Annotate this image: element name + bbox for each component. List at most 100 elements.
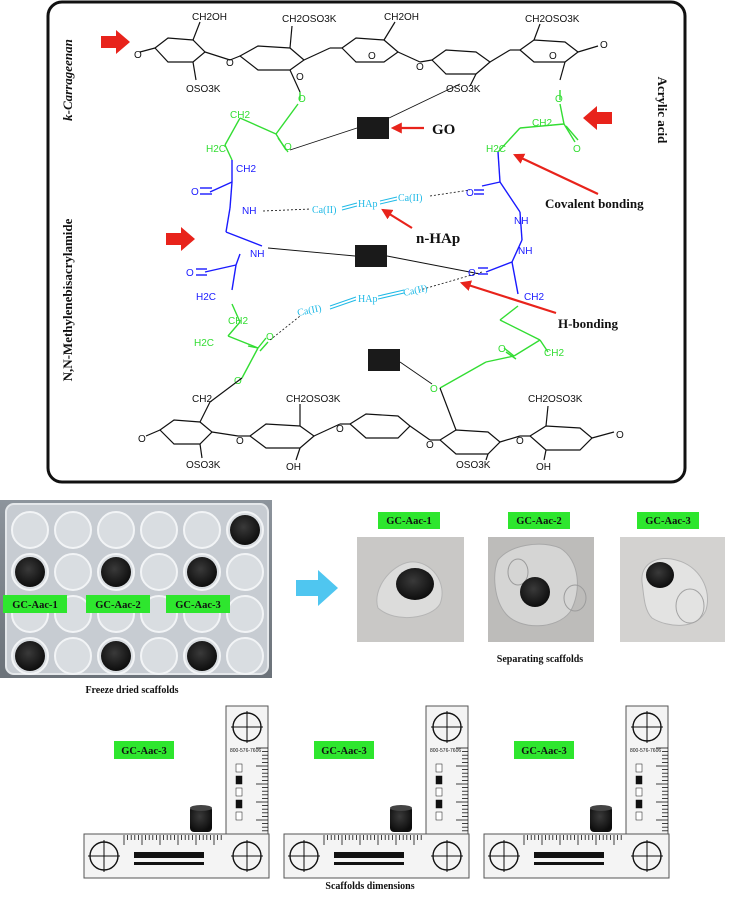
sep-label-bg	[637, 512, 699, 529]
mba-left-chain	[196, 160, 263, 291]
go-sheet-top	[357, 117, 389, 139]
sep-label-3: GC-Aac-3	[645, 516, 691, 527]
ruler-phone-number: 800-576-7606	[630, 748, 661, 754]
o-blue-label: O	[468, 268, 476, 279]
o-label: O	[138, 434, 146, 445]
covalent-callout: Covalent bonding	[545, 196, 644, 211]
hap-bridge-upper: Ca(II) HAp Ca(II)	[312, 193, 422, 216]
hap-label: HAp	[358, 199, 377, 210]
nhap-callout-arrow-icon	[381, 208, 413, 229]
ch2oh-label: CH2OH	[384, 12, 419, 23]
process-arrow-icon	[296, 570, 338, 606]
top-carrageenan-chain	[139, 21, 599, 93]
o-label: O	[368, 51, 376, 62]
plate-label-1: GC-Aac-1	[12, 600, 58, 611]
o-blue-label: O	[186, 268, 194, 279]
nh-blue-label: NH	[518, 246, 532, 257]
plate-label-2: GC-Aac-2	[95, 600, 141, 611]
o-green-label: O	[430, 384, 438, 395]
covalent-callout-arrow-icon	[513, 153, 599, 195]
nh-blue-label: NH	[242, 206, 256, 217]
o-label: O	[616, 430, 624, 441]
o-label: O	[296, 72, 304, 83]
dark-scaffold	[230, 515, 260, 545]
o-green-label: O	[284, 142, 292, 153]
ch2-green-label: CH2	[228, 316, 248, 327]
ca-label: Ca(II)	[312, 205, 336, 216]
dim-label: GC-Aac-3	[121, 746, 167, 757]
ch2-blue-label: CH2	[236, 164, 256, 175]
nh-blue-label: NH	[514, 216, 528, 227]
oh-label: OH	[536, 462, 551, 473]
well	[140, 511, 178, 549]
oso3k-label: OSO3K	[186, 460, 221, 471]
freeze-dried-caption: Freeze dried scaffolds	[85, 685, 178, 696]
top-chain-labels: O CH2OH OSO3K O CH2OSO3K O O CH2OH O OSO…	[134, 12, 608, 95]
scaffold-cylinder	[390, 806, 412, 832]
dark-scaffold	[187, 557, 217, 587]
well	[140, 637, 178, 675]
scaffold-cylinder	[590, 806, 612, 832]
o-label: O	[236, 436, 244, 447]
acrylic-left-top	[224, 92, 301, 161]
well	[226, 595, 264, 633]
well	[183, 511, 221, 549]
o-green-label: O	[266, 332, 274, 343]
o-label: O	[549, 51, 557, 62]
ch2oso3k-label: CH2OSO3K	[282, 14, 337, 25]
o-label: O	[226, 58, 234, 69]
o-label: O	[336, 424, 344, 435]
arrow-acrylic-icon	[583, 106, 612, 130]
well	[97, 511, 135, 549]
well	[54, 637, 92, 675]
ch2-green-label: CH2	[230, 110, 250, 121]
dim-label-bg	[314, 741, 374, 759]
dark-scaffold	[101, 557, 131, 587]
h2c-green-label: H2C	[206, 144, 226, 155]
o-green-label: O	[573, 144, 581, 155]
separating-caption: Separating scaffolds	[497, 654, 584, 665]
arrow-mba-icon	[166, 227, 195, 251]
ch2-blue-label: CH2	[524, 292, 544, 303]
o-label: O	[516, 436, 524, 447]
well	[54, 511, 92, 549]
h2c-blue-label: H2C	[196, 292, 216, 303]
ca-label: Ca(II)	[398, 193, 422, 204]
dark-scaffold	[15, 641, 45, 671]
nh-blue-label: NH	[250, 249, 264, 260]
separated-scaffolds: GC-Aac-1 GC-Aac-2 GC-Aac-3	[357, 512, 725, 642]
scheme-panel: k-Carrageenan N,N-Methylenebisacrylamide…	[46, 0, 687, 484]
oso3k-label: OSO3K	[186, 84, 221, 95]
dark-scaffold	[187, 641, 217, 671]
well	[226, 637, 264, 675]
go-sheet-middle	[355, 245, 387, 267]
hbond-callout-arrow-icon	[459, 280, 557, 315]
well	[226, 553, 264, 591]
ch2-green-label: CH2	[544, 348, 564, 359]
ca-label: Ca(II)	[402, 283, 428, 299]
oso3k-label: OSO3K	[456, 460, 491, 471]
ruler-phone-number: 800-576-7606	[430, 748, 461, 754]
kappa-carrageenan-label: k-Carrageenan	[60, 39, 75, 121]
nhap-callout: n-HAp	[416, 231, 460, 247]
ca-label: Ca(II)	[296, 303, 322, 319]
plate-label-bg	[3, 595, 67, 613]
arrow-carrageenan-icon	[101, 30, 130, 54]
o-label: O	[426, 440, 434, 451]
well	[54, 553, 92, 591]
o-green-label: O	[555, 94, 563, 105]
scaffold-cylinder	[190, 806, 212, 832]
ch2-green-label: CH2	[532, 118, 552, 129]
oso3k-label: OSO3K	[446, 84, 481, 95]
o-blue-label: O	[466, 188, 474, 199]
h2c-green-label: H2C	[194, 338, 214, 349]
well-plate-photo: GC-Aac-1 GC-Aac-2 GC-Aac-3	[0, 500, 272, 678]
dark-scaffold	[101, 641, 131, 671]
ch2oso3k-label: CH2OSO3K	[286, 394, 341, 405]
ruler-phone-number: 800-576-7606	[230, 748, 261, 754]
dim-label-bg	[514, 741, 574, 759]
well	[11, 511, 49, 549]
ruler-photo: 800-576-7606 GC-Aac-3	[83, 705, 270, 880]
